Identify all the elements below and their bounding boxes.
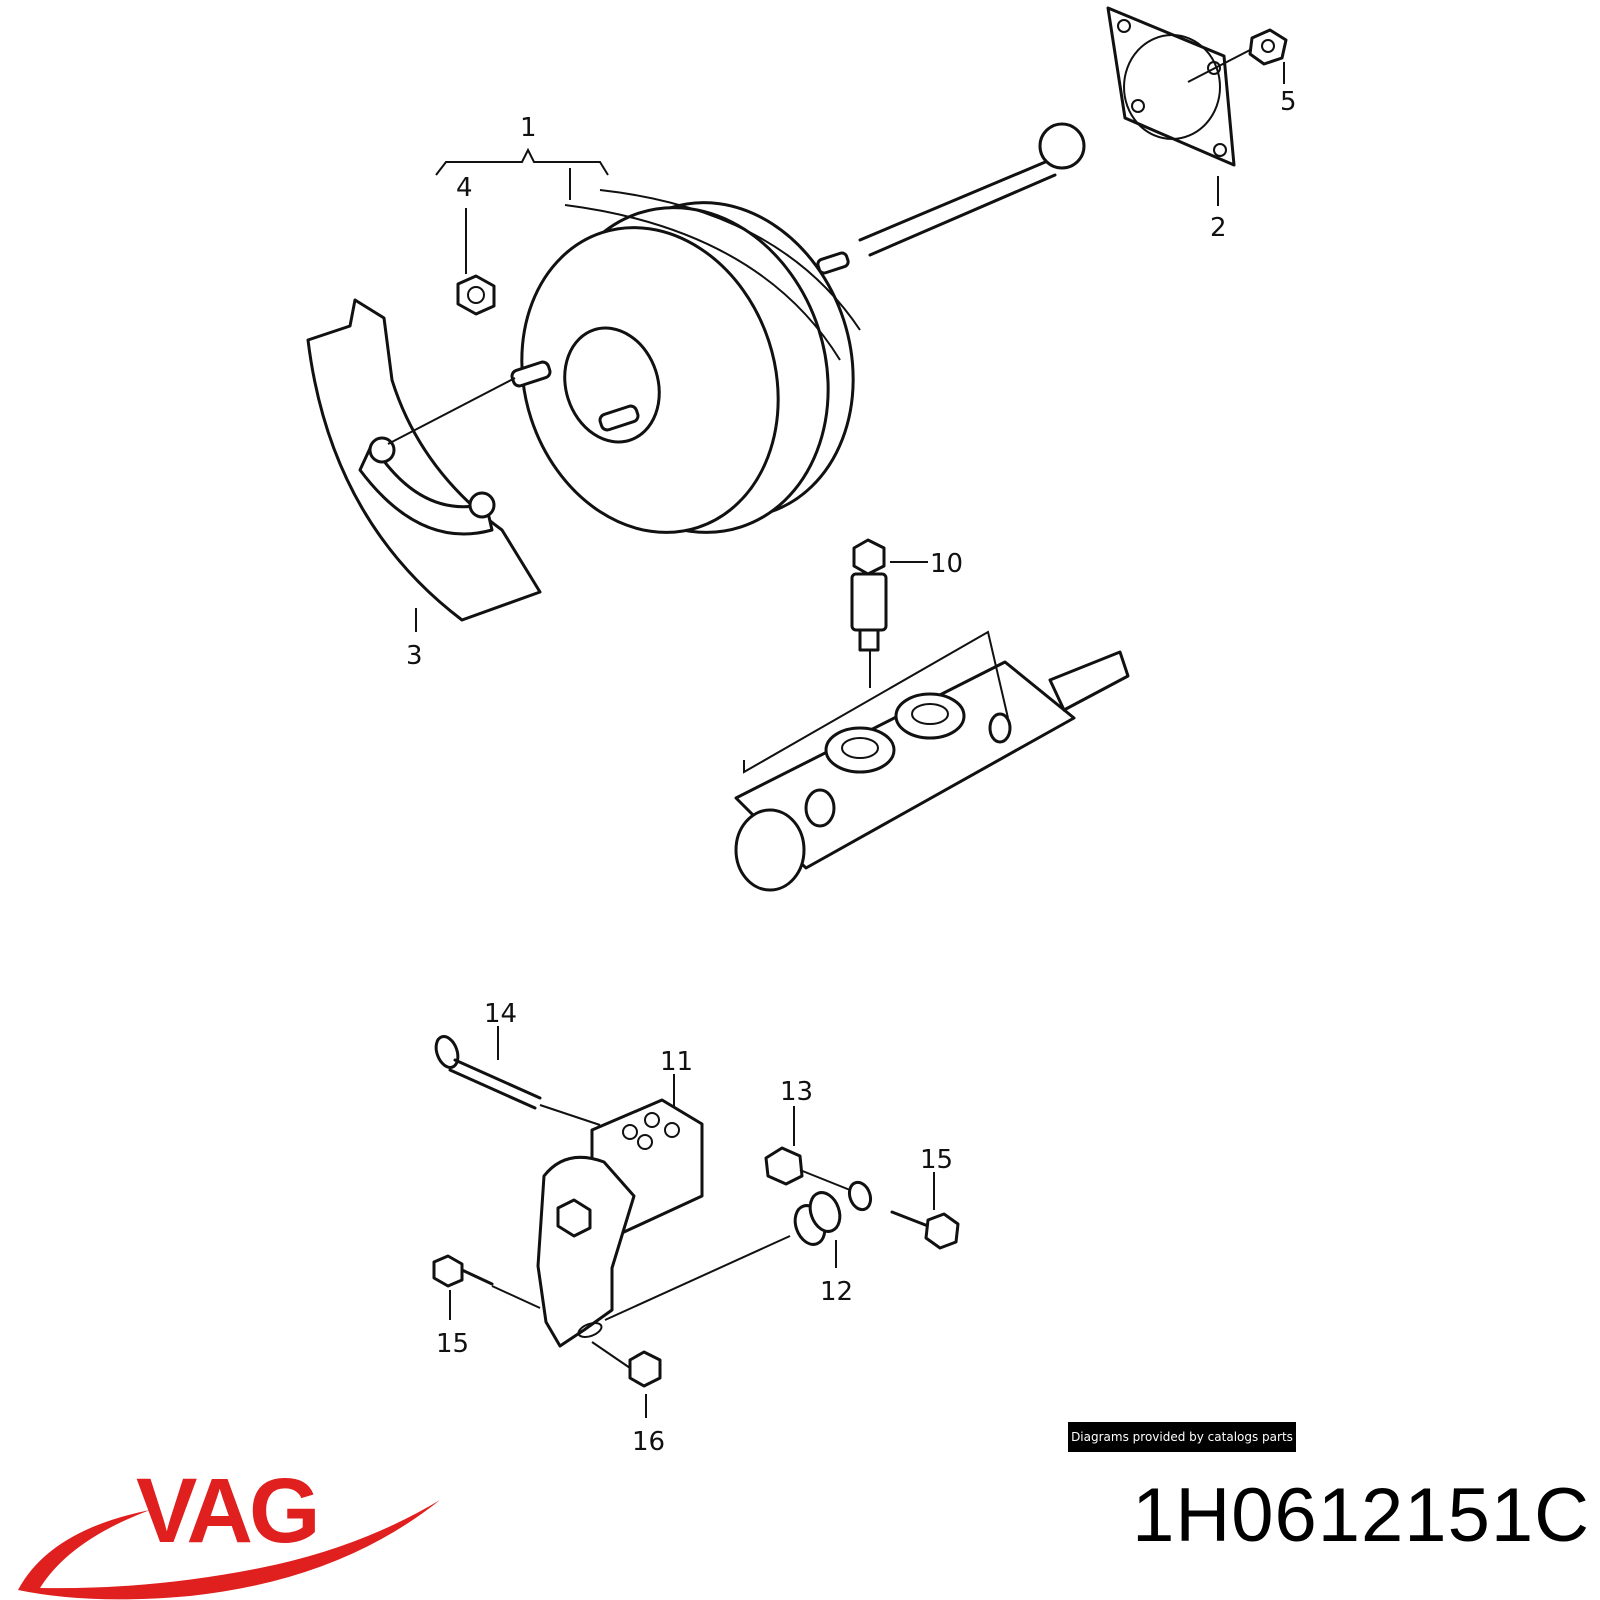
vag-logo: VAG — [18, 1460, 440, 1600]
callout-4: 4 — [456, 173, 473, 203]
pressure-sensor — [850, 538, 888, 688]
brake-pressure-regulator — [432, 1035, 960, 1388]
nut-5 — [1187, 28, 1288, 83]
callout-12: 12 — [820, 1277, 853, 1307]
gasket — [1106, 6, 1236, 167]
brake-booster — [510, 122, 1086, 534]
diagram-credit-badge: Diagrams provided by catalogs parts — [1068, 1422, 1296, 1452]
callout-15-left: 15 — [436, 1329, 469, 1359]
callout-11: 11 — [660, 1047, 693, 1077]
callout-2: 2 — [1210, 213, 1227, 243]
heat-shield — [306, 298, 542, 622]
logo-swoosh — [18, 1500, 440, 1600]
callout-1: 1 — [520, 113, 537, 143]
part-number: 1H0612151C — [1132, 1473, 1590, 1558]
callout-3: 3 — [406, 641, 423, 671]
callout-13: 13 — [780, 1077, 813, 1107]
nut-4 — [456, 274, 496, 316]
callout-14: 14 — [484, 999, 517, 1029]
callout-16: 16 — [632, 1427, 665, 1457]
master-cylinder — [734, 630, 1130, 892]
leader-lines — [415, 62, 1285, 1418]
callout-10: 10 — [930, 549, 963, 579]
logo-wordmark: VAG — [136, 1460, 317, 1562]
callout-15-right: 15 — [920, 1145, 953, 1175]
callout-5: 5 — [1280, 87, 1297, 117]
